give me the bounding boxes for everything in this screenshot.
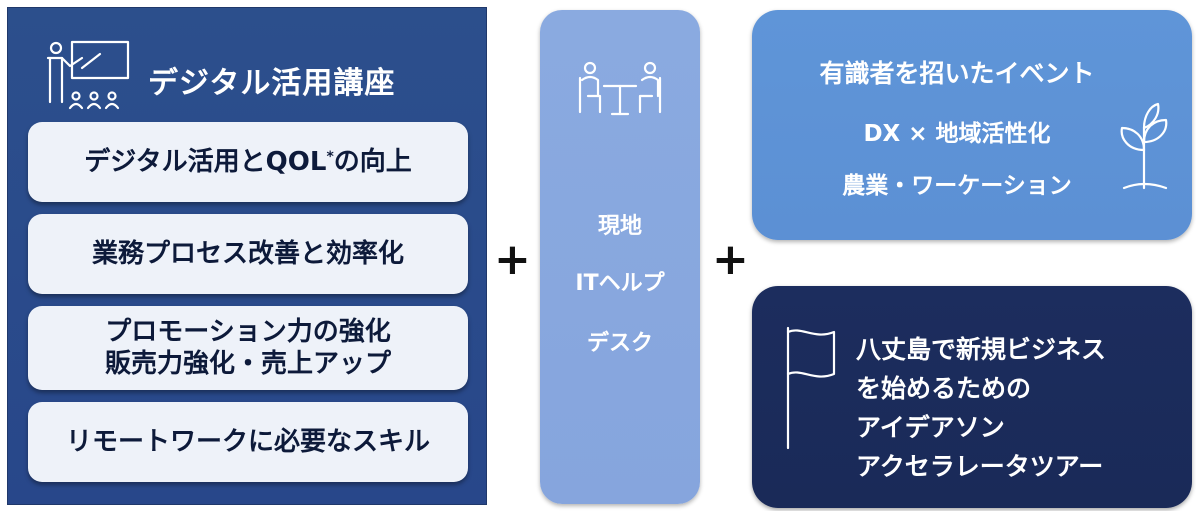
flag-icon (786, 326, 836, 450)
course-item-qol: デジタル活用とQOL*の向上 (28, 122, 468, 202)
course-item-remote-text: リモートワークに必要なスキル (65, 426, 430, 457)
expert-event-panel: 有識者を招いたイベント DX × 地域活性化 農業・ワーケーション (752, 10, 1192, 240)
course-item-process-text: 業務プロセス改善と効率化 (91, 238, 404, 269)
plus-sign: + (494, 234, 531, 285)
ideathon-line-2: を始めるための (856, 374, 1032, 403)
event-line-dx: DX × 地域活性化 (863, 121, 1051, 147)
ideathon-line-1: 八丈島で新規ビジネス (856, 335, 1107, 364)
plus-sign: + (712, 234, 749, 285)
meeting-icon (578, 61, 662, 116)
helpdesk-line-1: 現地 (597, 214, 642, 239)
course-item-process: 業務プロセス改善と効率化 (28, 214, 468, 294)
course-item-promotion: プロモーション力の強化 販売力強化・売上アップ (28, 306, 468, 390)
event-title: 有識者を招いたイベント (819, 59, 1095, 88)
course-item-remote: リモートワークに必要なスキル (28, 402, 468, 482)
course-item-qol-text: デジタル活用とQOL (84, 146, 327, 177)
ideathon-panel: 八丈島で新規ビジネス を始めるための アイデアソン アクセラレータツアー (752, 286, 1192, 508)
helpdesk-line-2: ITヘルプ (575, 271, 665, 296)
sprout-icon (1120, 102, 1168, 190)
course-item-promotion-line2: 販売力強化・売上アップ (104, 349, 391, 379)
it-helpdesk-panel: 現地 ITヘルプ デスク (540, 10, 700, 504)
course-title: デジタル活用講座 (148, 66, 396, 101)
event-line-agri: 農業・ワーケーション (842, 173, 1072, 199)
course-item-qol-suffix: の向上 (333, 146, 412, 177)
ideathon-line-4: アクセラレータツアー (856, 452, 1104, 481)
helpdesk-line-3: デスク (586, 331, 653, 356)
ideathon-line-3: アイデアソン (856, 413, 1005, 442)
footnote-mark: * (326, 149, 334, 166)
digital-course-panel: デジタル活用講座 デジタル活用とQOL*の向上 業務プロセス改善と効率化 プロモ… (8, 8, 486, 504)
teacher-presentation-icon (46, 40, 130, 110)
course-item-promotion-line1: プロモーション力の強化 (105, 316, 391, 347)
